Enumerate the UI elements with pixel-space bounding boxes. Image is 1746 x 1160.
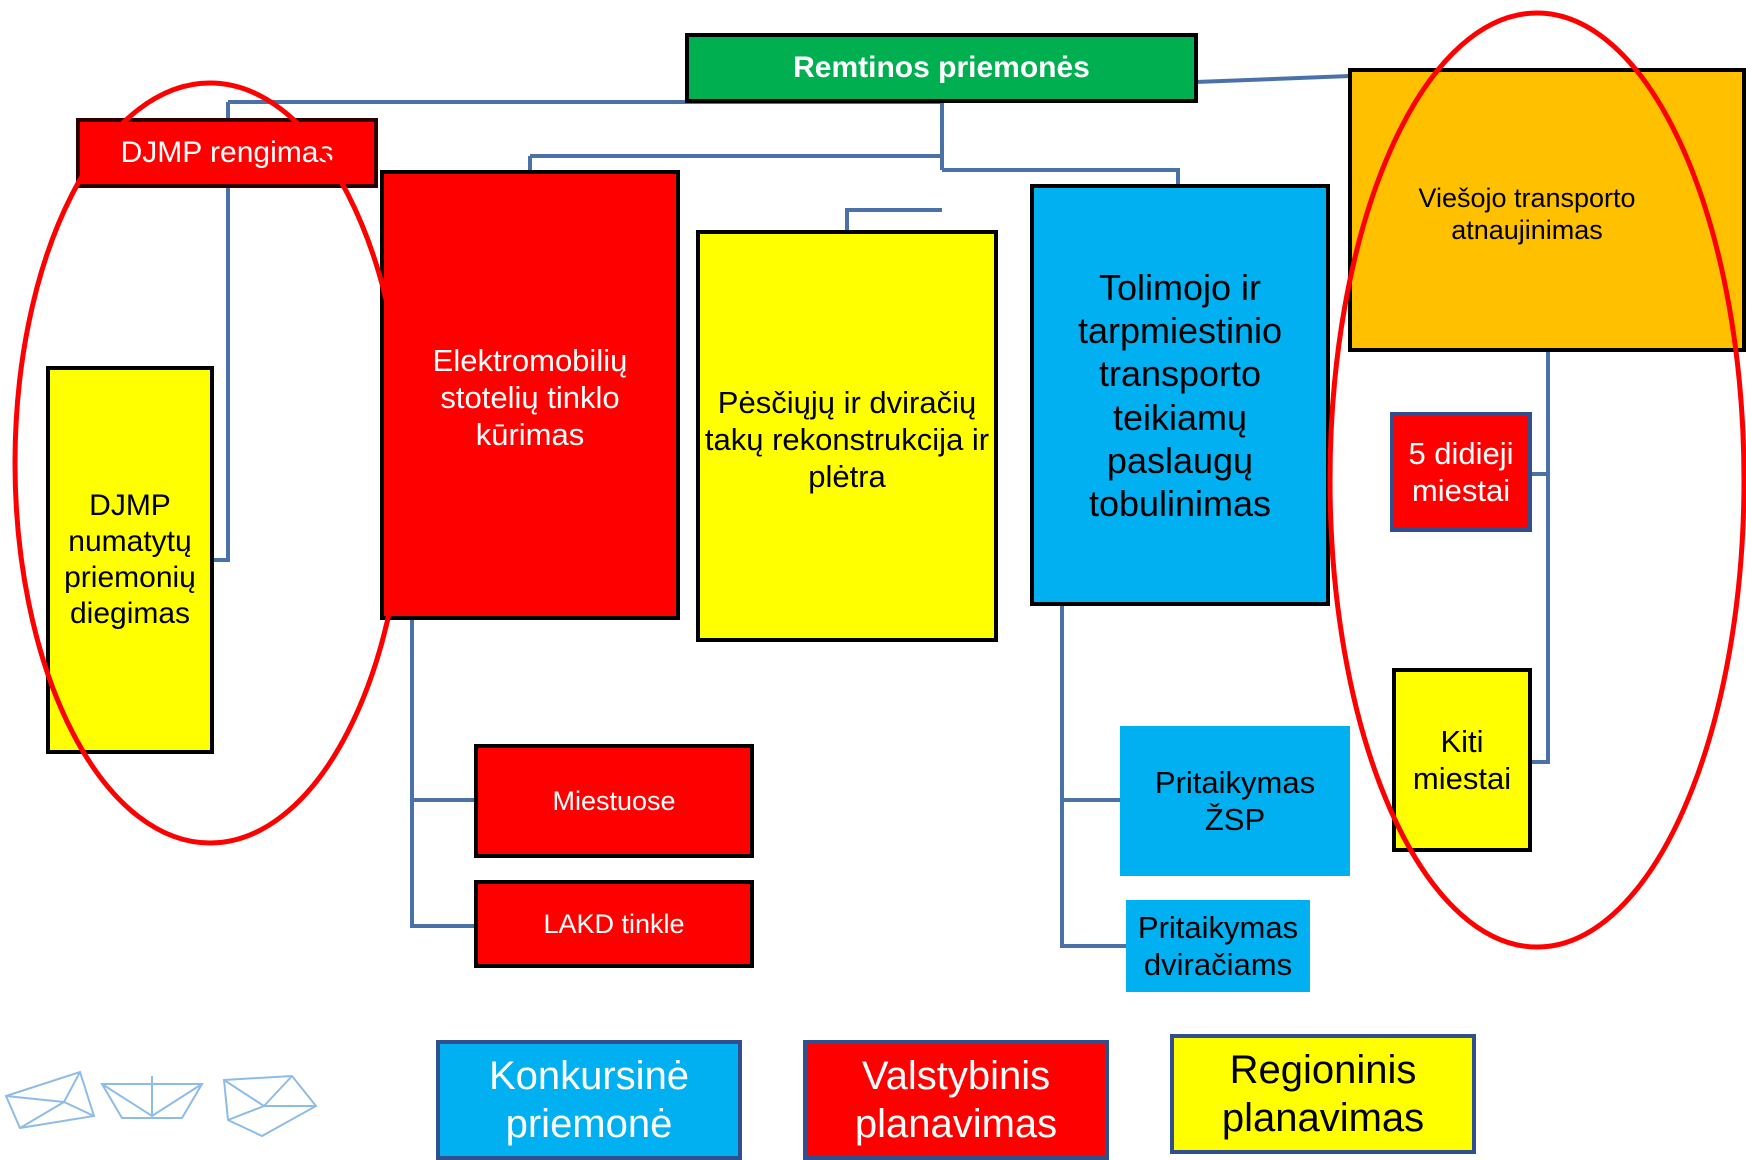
left-highlight-ellipse: [12, 80, 408, 846]
legend-konkursine: Konkursinė priemonė: [436, 1040, 742, 1160]
paper-boats-logo-icon: [4, 1070, 318, 1138]
node-tolimojo: Tolimojo ir tarpmiestinio transporto tei…: [1030, 184, 1330, 606]
node-pesciuju-label: Pėsčiųjų ir dviračių takų rekonstrukcija…: [704, 385, 990, 495]
node-tolimojo-label: Tolimojo ir tarpmiestinio transporto tei…: [1077, 267, 1283, 524]
root-node: Remtinos priemonės: [685, 33, 1198, 103]
node-pritaikymas-zsp-label: Pritaikymas ŽSP: [1154, 764, 1316, 837]
node-5-didieji: 5 didieji miestai: [1390, 412, 1532, 532]
node-djmp-rengimas-label: DJMP rengimas: [120, 136, 334, 169]
legend-valstybinis: Valstybinis planavimas: [803, 1040, 1109, 1160]
legend-valstybinis-label: Valstybinis planavimas: [854, 1054, 1058, 1146]
node-viesojo: Viešojo transporto atnaujinimas: [1348, 68, 1746, 352]
legend-regioninis-label: Regioninis planavimas: [1221, 1048, 1425, 1140]
node-pritaikymas-dviraciams: Pritaikymas dviračiams: [1126, 900, 1310, 992]
node-kiti-miestai: Kiti miestai: [1392, 668, 1532, 852]
node-kiti-miestai-label: Kiti miestai: [1412, 723, 1512, 796]
node-pritaikymas-zsp: Pritaikymas ŽSP: [1120, 726, 1350, 876]
node-lakd-label: LAKD tinkle: [543, 908, 685, 939]
node-elektromobiliu-label: Elektromobilių stotelių tinklo kūrimas: [432, 343, 628, 453]
node-djmp-diegimas: DJMP numatytų priemonių diegimas: [46, 366, 214, 754]
node-miestuose: Miestuose: [474, 744, 754, 858]
root-label: Remtinos priemonės: [793, 51, 1090, 84]
legend-konkursine-label: Konkursinė priemonė: [488, 1054, 690, 1146]
node-miestuose-label: Miestuose: [552, 785, 676, 816]
legend-regioninis: Regioninis planavimas: [1170, 1034, 1476, 1154]
node-elektromobiliu: Elektromobilių stotelių tinklo kūrimas: [380, 170, 680, 620]
node-djmp-rengimas: DJMP rengimas: [76, 118, 378, 188]
right-highlight-ellipse: [1327, 10, 1746, 950]
node-lakd: LAKD tinkle: [474, 880, 754, 968]
node-djmp-diegimas-label: DJMP numatytų priemonių diegimas: [64, 489, 196, 630]
node-pesciuju: Pėsčiųjų ir dviračių takų rekonstrukcija…: [696, 230, 998, 642]
node-pritaikymas-dviraciams-label: Pritaikymas dviračiams: [1137, 909, 1299, 982]
node-5-didieji-label: 5 didieji miestai: [1408, 435, 1514, 508]
node-viesojo-label: Viešojo transporto atnaujinimas: [1418, 183, 1636, 246]
